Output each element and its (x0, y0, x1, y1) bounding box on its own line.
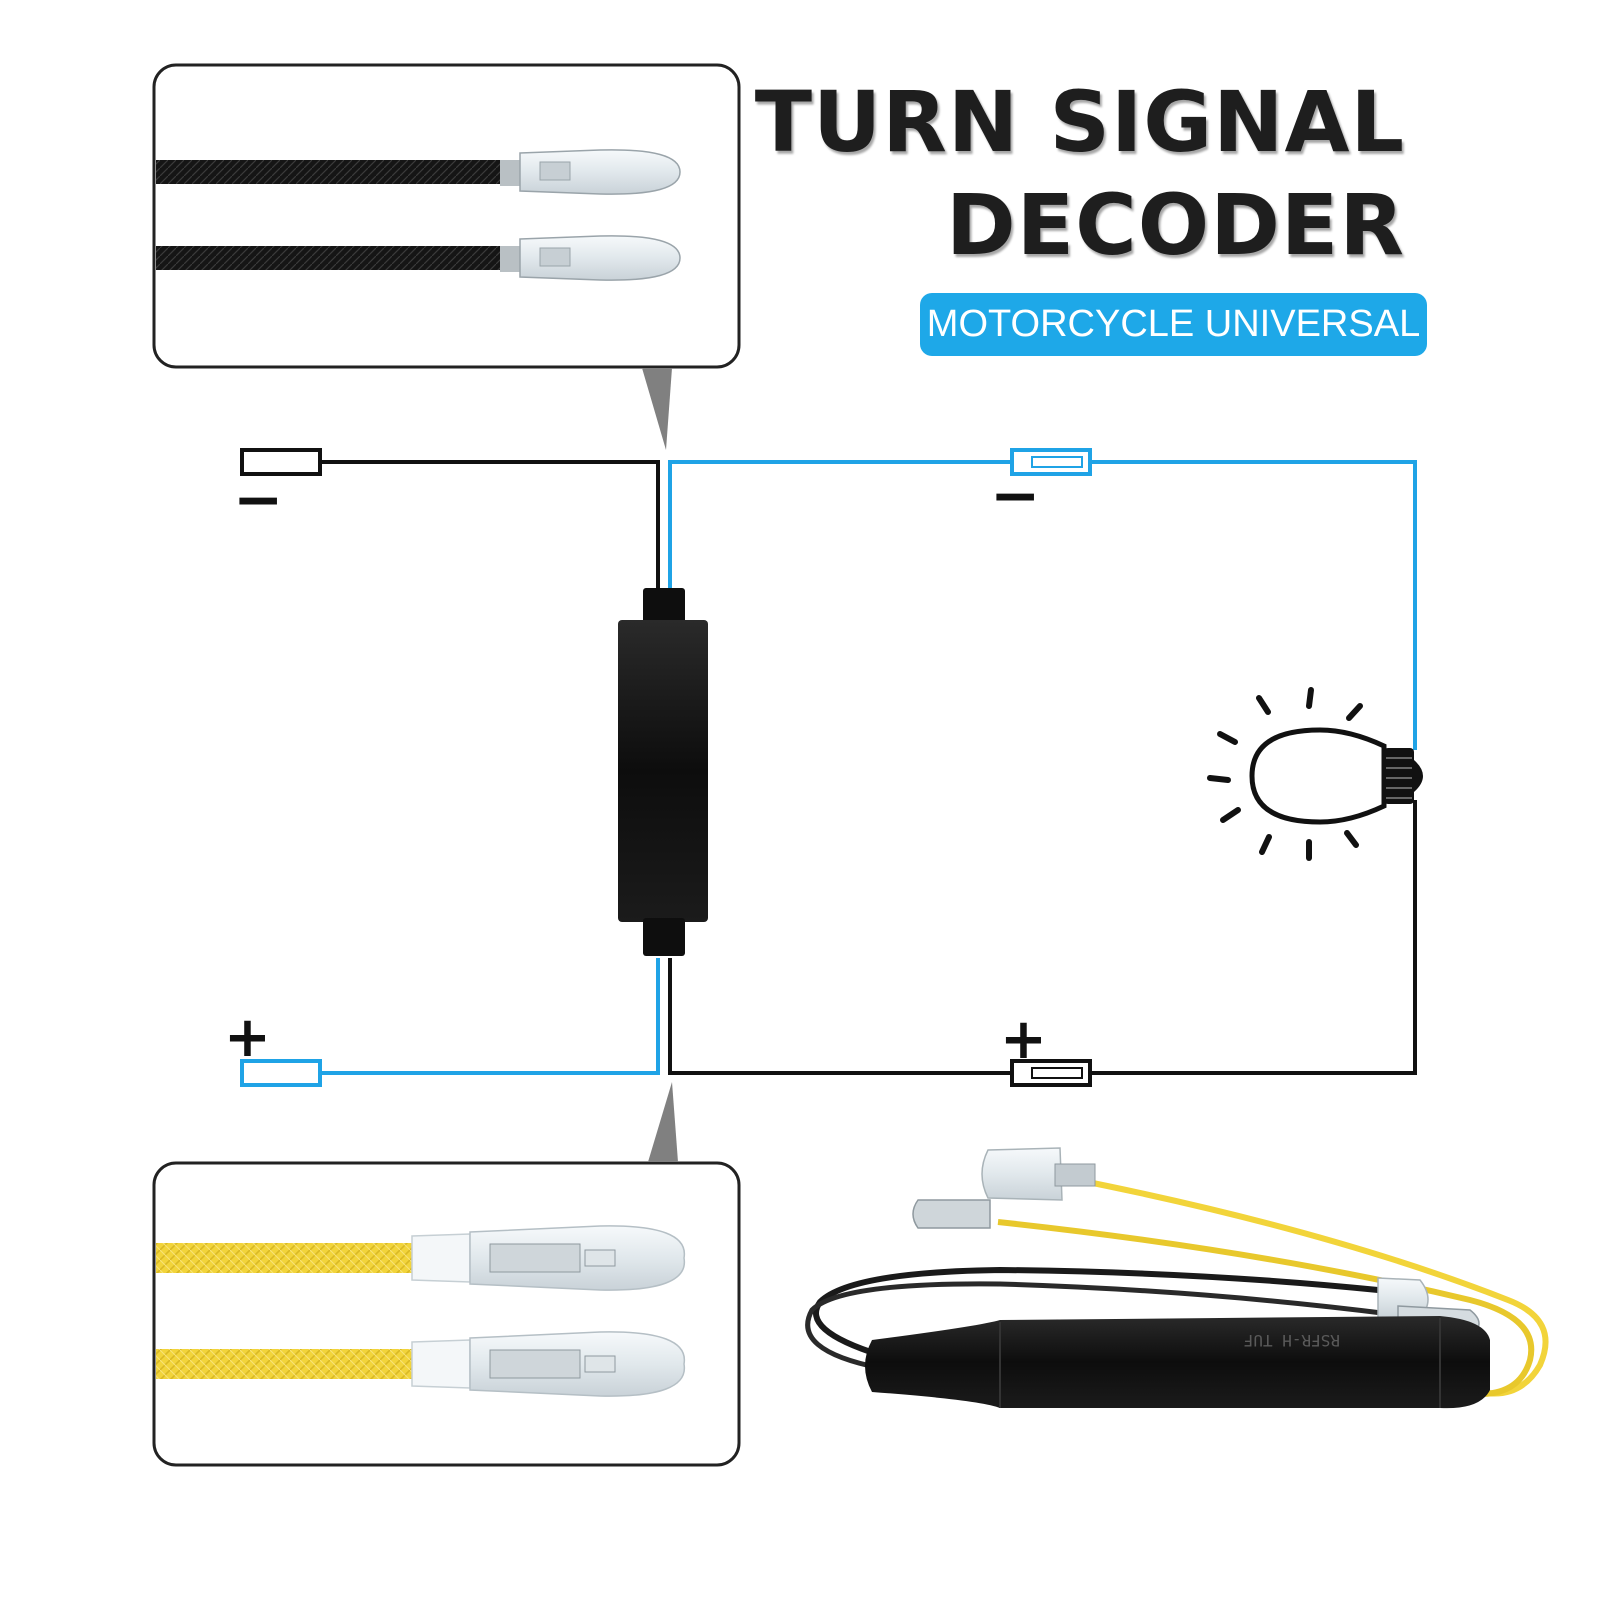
plus-sign-bottom-left: + (224, 1005, 271, 1070)
yellow-wire-2 (156, 1331, 686, 1397)
light-bulb-icon (1207, 687, 1423, 861)
decoder-product-photo: RSFR-H TUF (805, 1147, 1549, 1409)
callout-black-wires (152, 63, 741, 450)
black-wire-1 (156, 149, 681, 195)
svg-text:RSFR-H TUF: RSFR-H TUF (1244, 1331, 1340, 1350)
circuit (318, 460, 1417, 1075)
wire-top-right-blue (668, 460, 1010, 592)
minus-sign-top-left: − (233, 465, 284, 535)
terminal-top-right (1010, 448, 1092, 476)
black-wire-2 (156, 235, 681, 281)
wire-bottom-right-black (668, 958, 1010, 1075)
wire-to-bulb-blue (1088, 460, 1417, 750)
subtitle-badge: MOTORCYCLE UNIVERSAL (920, 293, 1427, 356)
wire-from-bulb-black (1088, 800, 1417, 1075)
terminal-top-left (240, 448, 322, 476)
title-line-1: TURN SIGNAL (754, 73, 1405, 171)
decoder-module (618, 588, 708, 956)
terminal-bottom-right (1010, 1059, 1092, 1087)
terminal-bottom-left (240, 1059, 322, 1087)
plus-sign-bottom-right: + (1000, 1007, 1047, 1072)
yellow-wire-1 (156, 1225, 686, 1291)
title-line-2: DECODER (946, 176, 1405, 274)
callout-pointer-top (642, 368, 672, 450)
wire-bottom-left-blue (318, 958, 660, 1075)
minus-sign-top-right: − (990, 461, 1041, 531)
callout-yellow-wires (152, 1082, 741, 1467)
callout-pointer-bottom (648, 1082, 678, 1162)
light-rays (1207, 687, 1363, 861)
wire-top-left-black (318, 460, 660, 592)
